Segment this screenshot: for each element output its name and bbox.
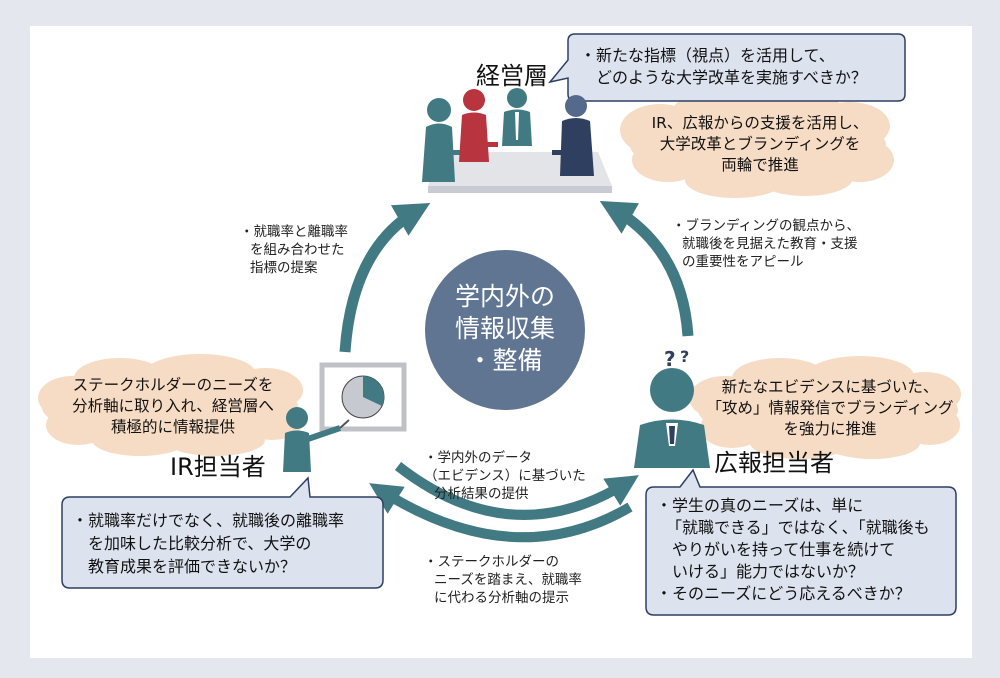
arrow-note-bottom-upper: ・学内外のデータ （エビデンス）に基づいた 分析結果の提供 <box>424 449 586 503</box>
note-line: 就職後を見据えた教育・支援 <box>682 236 858 252</box>
cloud-line: 両輪で推進 <box>721 156 799 174</box>
bubble-ir: ・就職率だけでなく、就職後の離職率 を加味した比較分析で、大学の 教育成果を評価… <box>72 509 344 578</box>
cloud-line: を強力に推進 <box>783 420 877 438</box>
cloud-line: 新たなエビデンスに基づいた、 <box>721 378 939 396</box>
note-line: 指標の提案 <box>250 260 318 276</box>
cloud-ir <box>38 354 304 456</box>
center-line: 学内外の <box>454 282 555 311</box>
arrow-note-bottom-lower: ・ステークホルダーの ニーズを踏まえ、就職率 に代わる分析軸の提示 <box>424 553 582 607</box>
arrow-ir-to-management <box>339 202 431 353</box>
note-line: ニーズを踏まえ、就職率 <box>434 572 582 588</box>
bubble-line: ・学生の真のニーズは、単に <box>656 496 864 515</box>
bubble-line: どのような大学改革を実施すべきか？ <box>596 68 867 87</box>
pie-chart-icon <box>319 362 407 432</box>
bubble-line: ・新たな指標（視点）を活用して、 <box>580 46 835 65</box>
arrow-pr-to-ir <box>369 483 633 543</box>
cloud-line: 積極的に情報提供 <box>110 418 235 436</box>
confused-person-icon: ? ? <box>634 347 710 468</box>
center-line: 情報収集 <box>454 314 555 343</box>
cloud-line: ステークホルダーのニーズを <box>72 376 274 394</box>
note-line: （エビデンス）に基づいた <box>424 468 586 484</box>
arrow-note-right: ・ブランディングの観点から、 就職後を見据えた教育・支援 の重要性をアピール <box>672 217 860 271</box>
role-management-label: 経営層 <box>476 62 548 90</box>
arrow-note-left: ・就職率と離職率 を組み合わせた 指標の提案 <box>240 223 348 277</box>
center-line: ・整備 <box>467 346 543 375</box>
note-line: ・ブランディングの観点から、 <box>672 218 861 234</box>
bubble-line: いける」能力ではないか？ <box>672 562 865 581</box>
presenter-icon <box>283 407 350 472</box>
note-line: の重要性をアピール <box>682 254 804 270</box>
bubble-line: やりがいを持って仕事を続けて <box>672 540 896 559</box>
cloud-management <box>620 88 894 198</box>
svg-text:?: ? <box>680 347 689 366</box>
cloud-line: 大学改革とブランディングを <box>659 135 861 153</box>
note-line: ・ステークホルダーの <box>424 554 559 570</box>
bubble-line: を加味した比較分析で、大学の <box>88 534 312 553</box>
role-pr-label: 広報担当者 <box>714 449 834 477</box>
cloud-line: IR、広報からの支援を活用し、 <box>651 114 869 132</box>
role-ir-label: IR担当者 <box>170 453 266 481</box>
bubble-line: 「就職できる」ではなく、「就職後も <box>666 518 930 537</box>
arrow-ir-to-pr <box>394 462 639 520</box>
bubble-management: ・新たな指標（視点）を活用して、 どのような大学改革を実施すべきか？ <box>580 45 867 89</box>
center-title: 学内外の 情報収集 ・整備 <box>430 281 580 377</box>
cloud-management-text: IR、広報からの支援を活用し、 大学改革とブランディングを 両輪で推進 <box>636 113 884 176</box>
note-line: を組み合わせた <box>250 242 345 258</box>
cloud-pr-text: 新たなエビデンスに基づいた、 「攻め」情報発信でブランディング を強力に推進 <box>700 377 960 440</box>
meeting-people-icon <box>422 88 612 193</box>
cloud-ir-text: ステークホルダーのニーズを 分析軸に取り入れ、経営層へ 積極的に情報提供 <box>48 375 298 438</box>
bubble-line: ・就職率だけでなく、就職後の離職率 <box>72 511 345 530</box>
note-line: ・就職率と離職率 <box>240 224 348 240</box>
note-line: ・学内外のデータ <box>424 450 532 466</box>
arrow-pr-to-management <box>599 201 694 337</box>
bubble-line: ・そのニーズにどう応えるべきか？ <box>656 584 911 603</box>
svg-text:?: ? <box>664 347 676 371</box>
center-circle <box>425 250 585 410</box>
bubble-pr: ・学生の真のニーズは、単に 「就職できる」ではなく、「就職後も やりがいを持って… <box>656 495 930 605</box>
note-line: 分析結果の提供 <box>434 486 529 502</box>
cloud-line: 分析軸に取り入れ、経営層へ <box>72 397 274 415</box>
bubble-line: 教育成果を評価できないか？ <box>88 557 297 576</box>
bubble-ir-shape <box>61 476 384 589</box>
cloud-pr <box>689 356 961 459</box>
note-line: に代わる分析軸の提示 <box>434 590 569 606</box>
cloud-line: 「攻め」情報発信でブランディング <box>706 399 954 417</box>
bubble-pr-shape <box>645 468 957 616</box>
